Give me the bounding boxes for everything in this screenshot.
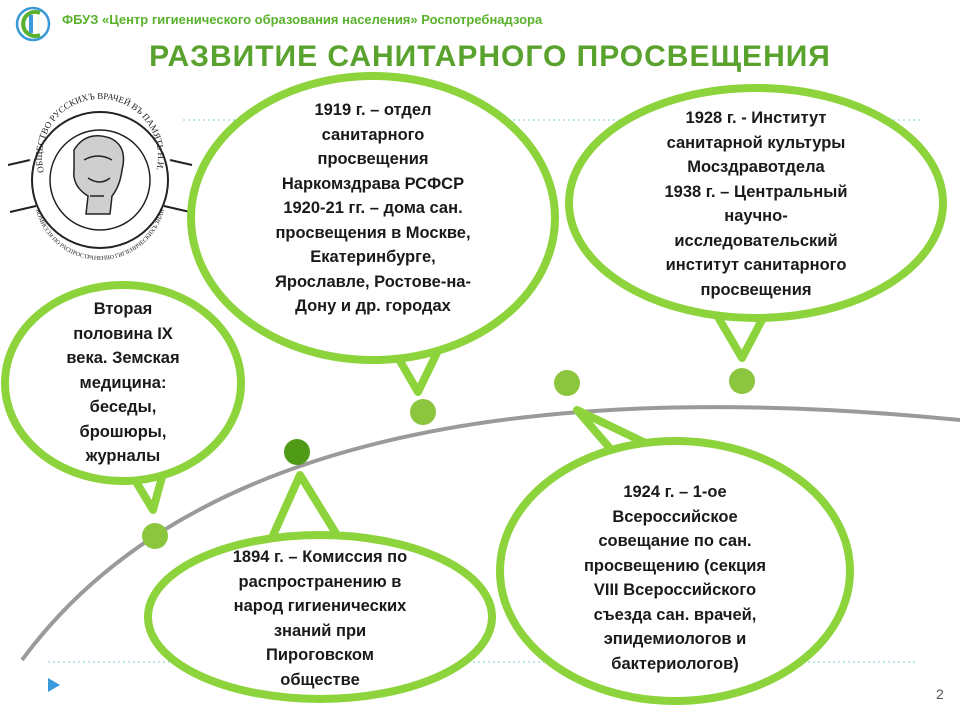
bubble-line: просвещения [700, 280, 812, 299]
bubble-line: санитарного [321, 125, 425, 144]
bubble-1894 [144, 531, 496, 703]
bubble-text-1894: 1894 г. – Комиссия по распространению в … [190, 545, 450, 692]
bubble-line: 1938 г. – Центральный [664, 182, 848, 201]
bubble-line: просвещения [317, 150, 429, 168]
bubble-line: знаний при [273, 621, 367, 640]
bubble-line: медицина: [79, 373, 167, 392]
bubble-line: совещание по сан. [598, 532, 752, 550]
bubble-line: Мосздравотдела [687, 158, 825, 176]
bubble-line: Ярославле, Ростове-на- [275, 272, 471, 291]
timeline-arc [20, 405, 960, 662]
bubble-line: съезда сан. врачей, [593, 605, 757, 624]
logo-icon [15, 6, 51, 42]
bubble-line: санитарной культуры [666, 133, 846, 152]
bubble-line: 1924 г. – 1-ое [623, 483, 727, 501]
nav-arrow-icon[interactable] [48, 678, 60, 692]
bubble-line: 1928 г. - Институт [685, 109, 827, 127]
bubble-line: беседы, [89, 398, 157, 416]
timeline-node-1894 [284, 439, 310, 465]
bubble-line: институт санитарного [665, 256, 847, 274]
bubble-text-1924: 1924 г. – 1-ое Всероссийское совещание п… [550, 480, 800, 676]
bubble-line: журналы [85, 447, 161, 465]
bubble-line: бактериологов) [611, 654, 739, 673]
timeline-node-1928 [729, 368, 755, 394]
bubble-line: Наркомздрава РСФСР [281, 174, 465, 193]
bubble-line: Всероссийское [612, 507, 738, 526]
bubble-line: распространению в [238, 572, 402, 591]
bubble-line: народ гигиенических [233, 597, 407, 615]
bubble-line: половина IX [73, 324, 173, 343]
bubble-text-zemstvo: Вторая половина IX века. Земская медицин… [33, 297, 213, 469]
bubble-line: просвещения в Москве, [275, 223, 471, 242]
bubble-line: исследовательский [674, 231, 838, 250]
timeline-node-1924 [554, 370, 580, 396]
bubble-text-1919: 1919 г. – отдел санитарного просвещения … [243, 98, 503, 319]
bubble-line: Вторая [93, 300, 153, 318]
bubble-1924 [496, 437, 854, 705]
organization-name: ФБУЗ «Центр гигиенического образования н… [62, 12, 543, 27]
bubble-zemstvo [1, 281, 245, 485]
bubble-line: просвещению (секция [583, 556, 767, 575]
bubble-line: брошюры, [79, 422, 167, 441]
timeline-node-1919 [410, 399, 436, 425]
bubble-line: обществе [280, 670, 360, 689]
bubble-line: эпидемиологов и [603, 630, 747, 648]
page-number: 2 [936, 686, 944, 702]
bubble-line: VIII Всероссийского [593, 581, 757, 599]
bubble-text-1928: 1928 г. - Институт санитарной культуры М… [626, 106, 886, 302]
bubble-1919 [187, 72, 559, 364]
bubble-line: 1919 г. – отдел [314, 101, 432, 119]
bubble-line: Пироговском [266, 646, 374, 664]
timeline-node-zemstvo [142, 523, 168, 549]
page-title: РАЗВИТИЕ САНИТАРНОГО ПРОСВЕЩЕНИЯ [149, 40, 831, 73]
bubble-line: Екатеринбурге, [310, 248, 436, 266]
bubble-line: Дону и др. городах [295, 297, 451, 315]
bubble-line: 1894 г. – Комиссия по [232, 548, 408, 566]
bubble-line: научно- [724, 207, 788, 225]
bubble-line: века. Земская [66, 349, 180, 367]
bubble-line: 1920-21 гг. – дома сан. [283, 199, 463, 217]
bubble-1928 [565, 84, 947, 322]
